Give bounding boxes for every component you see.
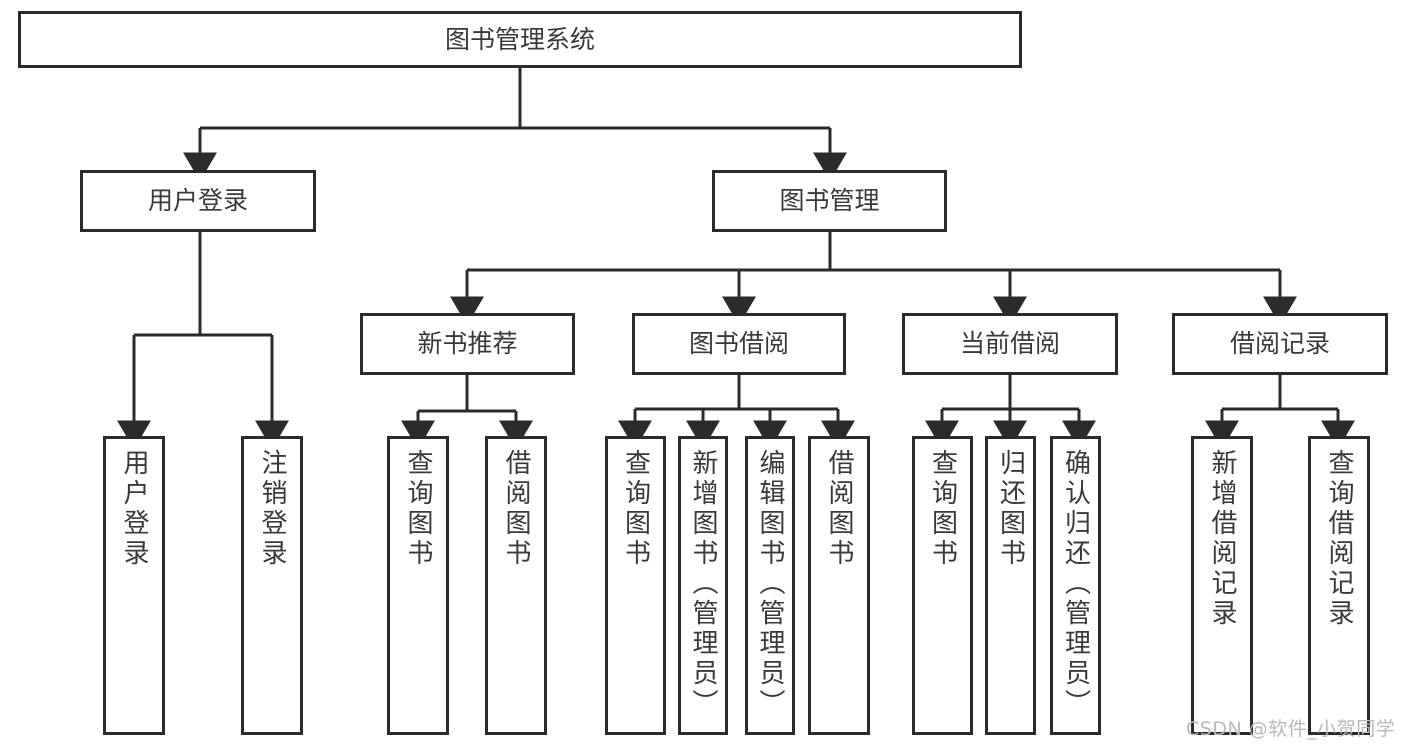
leaf-query-book-2[interactable]: 查询图书 xyxy=(605,436,666,735)
node-book-borrow[interactable]: 图书借阅 xyxy=(632,313,846,375)
node-current-borrow[interactable]: 当前借阅 xyxy=(902,313,1118,375)
node-new-book-recommend-label: 新书推荐 xyxy=(417,329,518,358)
leaf-add-record-label: 新增借阅记录 xyxy=(1207,449,1237,629)
leaf-confirm-return-label: 确认归还（管理员） xyxy=(1060,449,1091,719)
node-book-manage[interactable]: 图书管理 xyxy=(712,170,947,232)
leaf-borrow-book-2[interactable]: 借阅图书 xyxy=(808,436,870,735)
node-current-borrow-label: 当前借阅 xyxy=(959,329,1060,358)
leaf-query-record-label: 查询借阅记录 xyxy=(1324,449,1354,629)
leaf-user-login-label: 用户登录 xyxy=(119,449,149,569)
leaf-borrow-book-1-label: 借阅图书 xyxy=(501,449,531,569)
node-user-login-label: 用户登录 xyxy=(147,186,248,215)
node-borrow-record[interactable]: 借阅记录 xyxy=(1172,313,1388,375)
leaf-return-book[interactable]: 归还图书 xyxy=(985,436,1036,735)
leaf-query-book-2-label: 查询图书 xyxy=(620,449,651,569)
leaf-confirm-return[interactable]: 确认归还（管理员） xyxy=(1050,436,1101,735)
leaf-add-record[interactable]: 新增借阅记录 xyxy=(1191,436,1253,735)
leaf-edit-book-label: 编辑图书（管理员） xyxy=(755,449,785,719)
node-new-book-recommend[interactable]: 新书推荐 xyxy=(360,313,575,375)
csdn-watermark: CSDN @软件_小贺同学 xyxy=(1186,718,1396,740)
node-root-label: 图书管理系统 xyxy=(444,24,595,54)
node-root[interactable]: 图书管理系统 xyxy=(18,11,1022,68)
leaf-query-book-3-label: 查询图书 xyxy=(927,449,958,569)
leaf-query-record[interactable]: 查询借阅记录 xyxy=(1308,436,1370,735)
leaf-query-book-1-label: 查询图书 xyxy=(403,449,433,569)
leaf-user-login[interactable]: 用户登录 xyxy=(103,436,165,735)
node-borrow-record-label: 借阅记录 xyxy=(1229,329,1330,358)
leaf-query-book-1[interactable]: 查询图书 xyxy=(387,436,449,735)
leaf-borrow-book-2-label: 借阅图书 xyxy=(824,449,854,569)
node-book-manage-label: 图书管理 xyxy=(779,186,880,215)
leaf-add-book[interactable]: 新增图书（管理员） xyxy=(678,436,728,735)
leaf-logout-label: 注销登录 xyxy=(257,449,287,569)
leaf-add-book-label: 新增图书（管理员） xyxy=(688,449,718,719)
node-user-login[interactable]: 用户登录 xyxy=(80,170,316,232)
leaf-borrow-book-1[interactable]: 借阅图书 xyxy=(485,436,547,735)
leaf-query-book-3[interactable]: 查询图书 xyxy=(912,436,973,735)
leaf-return-book-label: 归还图书 xyxy=(995,449,1026,569)
node-book-borrow-label: 图书借阅 xyxy=(688,329,789,358)
leaf-edit-book[interactable]: 编辑图书（管理员） xyxy=(745,436,795,735)
leaf-logout[interactable]: 注销登录 xyxy=(241,436,303,735)
